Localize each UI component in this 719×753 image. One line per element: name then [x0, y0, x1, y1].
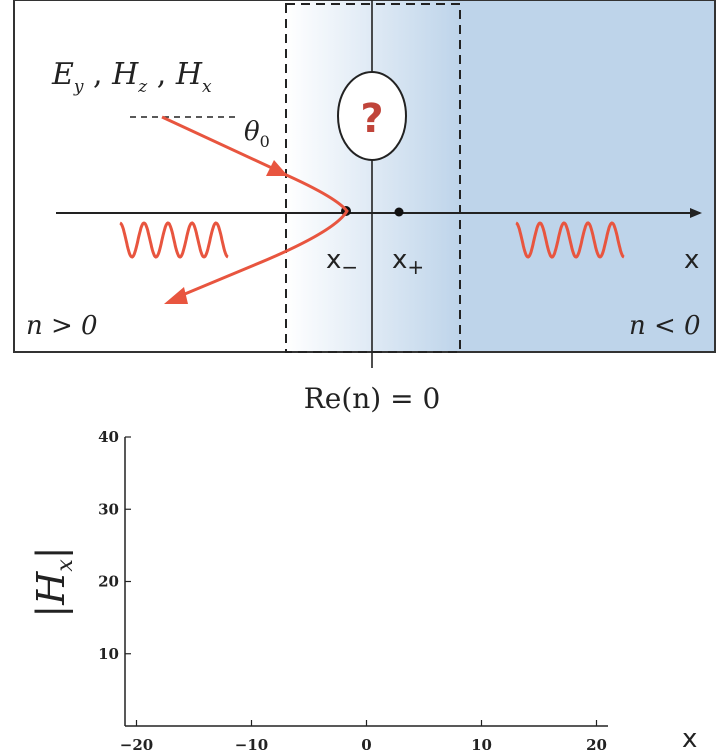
negative-index-region — [460, 0, 715, 352]
transition-region — [286, 0, 460, 352]
x-plus-point — [394, 207, 404, 217]
y-tick-label: 30 — [98, 500, 119, 518]
negative-index-label: n < 0 — [629, 311, 701, 341]
x-plus-base: x — [392, 245, 407, 275]
diagram-x-axis-label: x — [684, 245, 699, 275]
field-comma-2: , — [147, 57, 176, 92]
field-hx-symbol: H — [175, 57, 203, 92]
x-minus-base: x — [326, 245, 341, 275]
ylabel-symbol: H — [29, 571, 73, 606]
x-tick-label: −20 — [120, 736, 153, 753]
field-components-label: Ey , Hz , Hx — [51, 57, 212, 97]
plot-x-axis-label: x — [682, 724, 697, 753]
y-tick-label: 40 — [98, 428, 119, 446]
x-tick-label: 10 — [471, 736, 492, 753]
x-tick-label: 20 — [586, 736, 607, 753]
positive-index-label: n > 0 — [26, 311, 98, 341]
x-plus-subscript: + — [407, 255, 424, 279]
field-hx-subscript: x — [202, 77, 212, 97]
transition-dashed-box — [285, 3, 461, 353]
x-tick-label: 0 — [361, 736, 371, 753]
x-minus-label: x− — [326, 245, 358, 279]
y-tick-label: 10 — [98, 645, 119, 663]
x-ticks: −20 −10 0 10 20 — [120, 720, 607, 753]
field-e-subscript: y — [73, 77, 84, 97]
y-ticks: 10 20 30 40 — [98, 428, 131, 663]
wave-left-oscillation — [119, 221, 229, 259]
ylabel-subscript: x — [53, 559, 78, 572]
positive-index-region — [14, 0, 286, 352]
question-bubble — [337, 71, 407, 161]
angle-theta: θ — [244, 117, 260, 147]
x-plus-label: x+ — [392, 245, 424, 279]
field-e-symbol: E — [51, 57, 74, 92]
x-minus-subscript: − — [341, 255, 358, 279]
question-mark: ? — [360, 96, 383, 142]
turning-ray-path — [179, 168, 349, 298]
incident-ray — [161, 115, 273, 170]
reflected-ray-arrowhead — [164, 287, 188, 304]
ylabel-bar-right: | — [29, 546, 73, 559]
y-tick-label: 20 — [98, 573, 119, 591]
field-hz-subscript: z — [137, 77, 148, 97]
incidence-angle-label: θ0 — [244, 117, 270, 151]
field-comma-1: , — [84, 57, 113, 92]
wave-right-oscillation — [515, 221, 625, 259]
plot-y-axis-label: |Hx| — [29, 546, 78, 617]
ylabel-bar-left: | — [29, 605, 73, 618]
zero-index-label: Re(n) = 0 — [304, 382, 441, 415]
x-tick-label: −10 — [235, 736, 268, 753]
angle-subscript: 0 — [260, 132, 270, 151]
wave-diagram: ? Ey , Hz , Hx θ0 x− x+ x n > 0 n < — [13, 0, 716, 368]
field-hz-symbol: H — [111, 57, 139, 92]
